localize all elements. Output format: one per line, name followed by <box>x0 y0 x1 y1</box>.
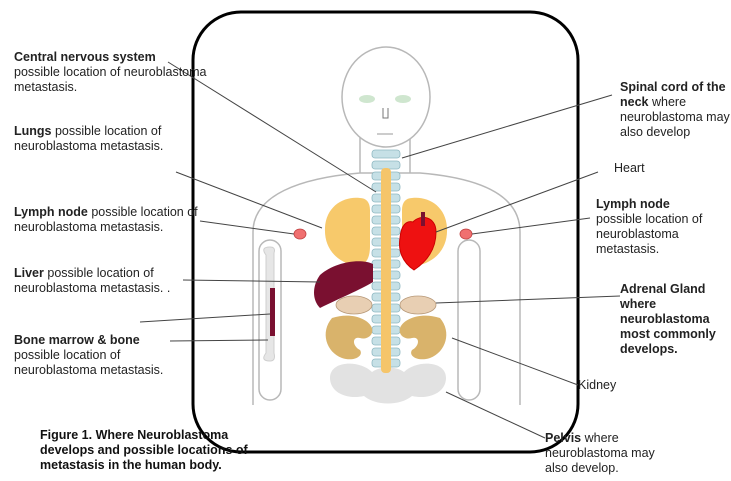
label-cns: Central nervous system possible location… <box>14 50 214 95</box>
label-cns-text: possible location of neuroblastoma metas… <box>14 65 206 94</box>
label-lymph-right: Lymph node possible location of neurobla… <box>596 197 726 257</box>
label-pelvis: Pelvis where neuroblastoma may also deve… <box>545 431 675 476</box>
label-lungs: Lungs possible location of neuroblastoma… <box>14 124 204 154</box>
label-lymph-left: Lymph node possible location of neurobla… <box>14 205 214 235</box>
spinal-cord <box>381 168 391 373</box>
head <box>342 47 430 147</box>
label-adrenal-title: Adrenal Gland where neuroblastoma most c… <box>620 282 716 356</box>
label-kidney: Kidney <box>578 378 638 393</box>
label-lungs-title: Lungs <box>14 124 52 138</box>
label-bone: Bone marrow & bone possible location of … <box>14 333 199 378</box>
left-eye <box>359 95 375 103</box>
label-pelvis-title: Pelvis <box>545 431 581 445</box>
label-kidney-text: Kidney <box>578 378 616 392</box>
label-spinal: Spinal cord of the neck where neuroblast… <box>620 80 730 140</box>
label-heart-text: Heart <box>614 161 645 175</box>
heart-vessel <box>421 212 425 226</box>
label-bone-title: Bone marrow & bone <box>14 333 140 347</box>
label-cns-title: Central nervous system <box>14 50 156 64</box>
label-heart: Heart <box>614 161 674 176</box>
adrenal-right <box>400 296 436 314</box>
label-liver-title: Liver <box>14 266 44 280</box>
figure-caption: Figure 1. Where Neuroblastoma develops a… <box>40 428 280 473</box>
label-liver: Liver possible location of neuroblastoma… <box>14 266 204 296</box>
adrenal-left <box>336 296 372 314</box>
lymph-node-right <box>460 229 472 239</box>
bone-marrow <box>270 288 275 336</box>
label-lymph-left-title: Lymph node <box>14 205 88 219</box>
label-adrenal: Adrenal Gland where neuroblastoma most c… <box>620 282 728 357</box>
lymph-node-left <box>294 229 306 239</box>
label-bone-text: possible location of neuroblastoma metas… <box>14 348 163 377</box>
label-lymph-right-text: possible location of neuroblastoma metas… <box>596 212 702 256</box>
right-eye <box>395 95 411 103</box>
label-lymph-right-title: Lymph node <box>596 197 670 211</box>
right-arm <box>458 240 480 400</box>
